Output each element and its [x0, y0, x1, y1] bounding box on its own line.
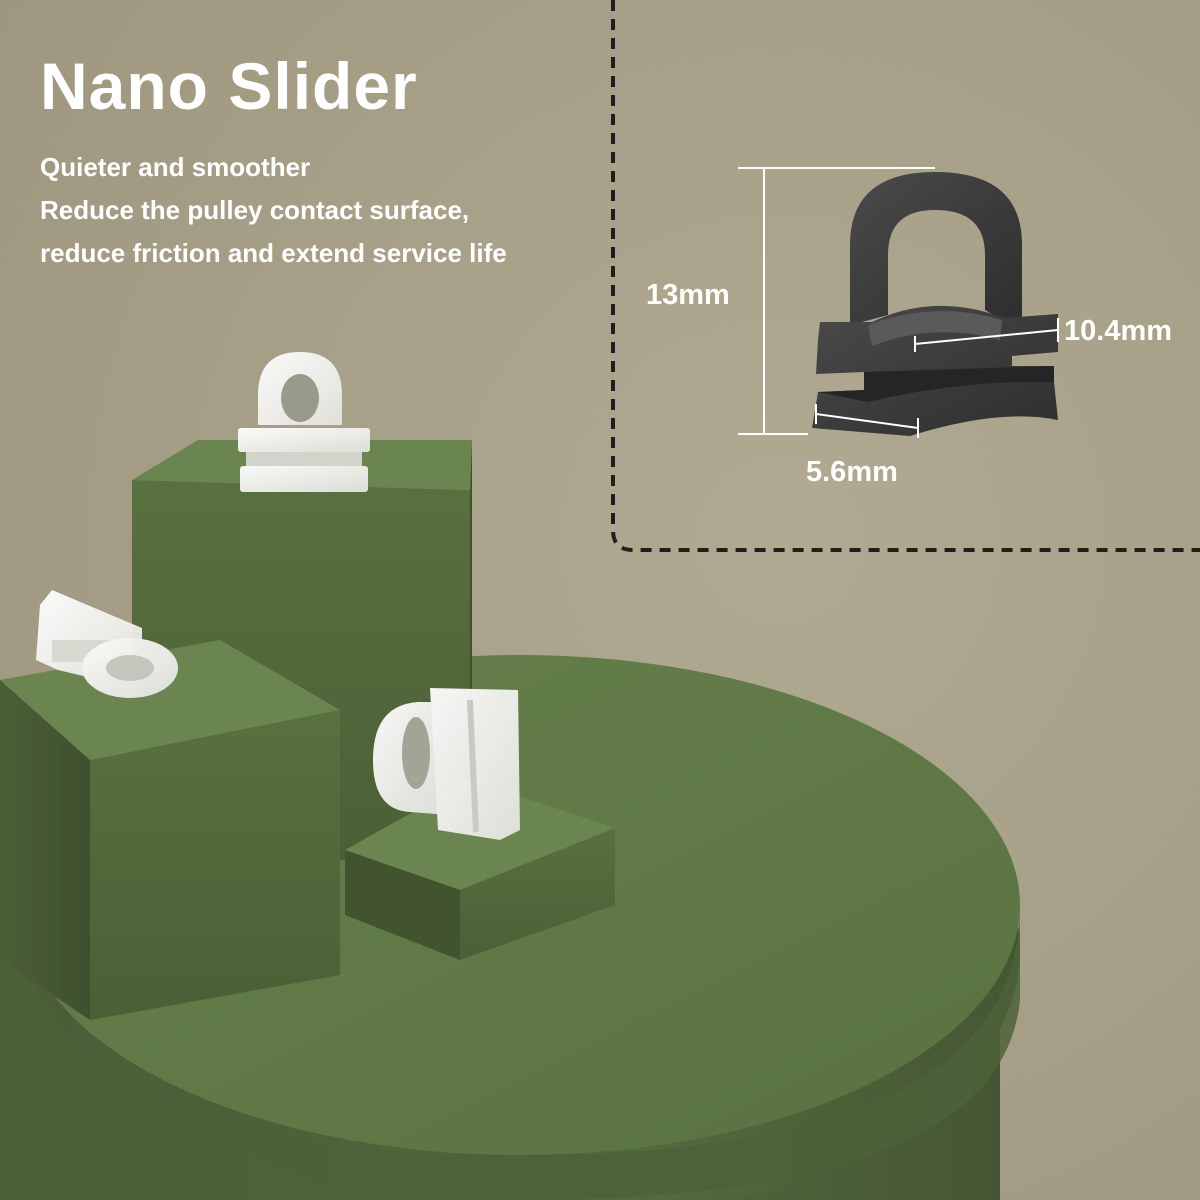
dimension-lines	[738, 167, 1059, 438]
frosted-slider-right	[373, 688, 520, 840]
dark-slider	[812, 172, 1058, 436]
width-dimension-label: 10.4mm	[1064, 315, 1173, 347]
feature-item: Reduce the pulley contact surface,	[40, 195, 470, 225]
left-cube	[0, 640, 340, 1020]
headline: Nano Slider	[40, 49, 418, 123]
frosted-slider-left	[36, 590, 178, 698]
depth-dimension-label: 5.6mm	[806, 456, 898, 488]
height-dimension-label: 13mm	[646, 279, 730, 311]
feature-item: Quieter and smoother	[40, 152, 311, 182]
feature-list: Quieter and smoother Reduce the pulley c…	[40, 146, 507, 275]
feature-item: reduce friction and extend service life	[40, 238, 507, 268]
frosted-slider-top	[238, 352, 370, 492]
